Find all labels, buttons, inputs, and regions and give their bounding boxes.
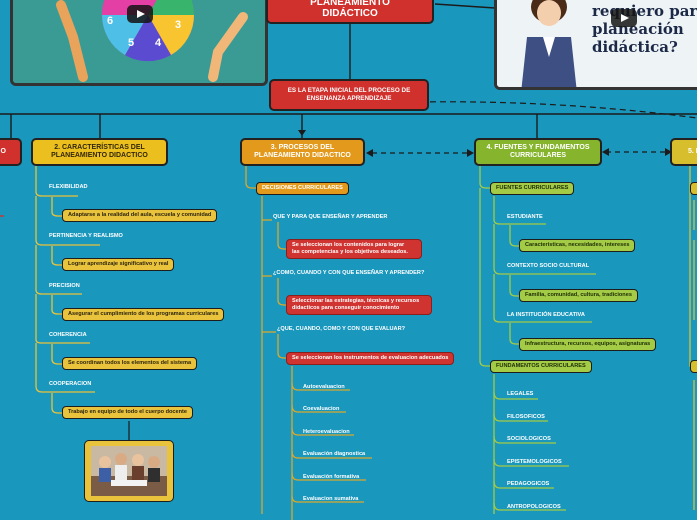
fuente-label-contexto: CONTEXTO SOCIO CULTURAL	[507, 263, 590, 269]
caracteristica-value-coherencia[interactable]: Se coordinan todos los elementos del sis…	[62, 357, 198, 370]
fuente-label-institucion: LA INSTITUCIÓN EDUCATIVA	[507, 312, 585, 318]
fundamento-sociologicos: SOCIOLOGICOS	[507, 436, 551, 442]
branch-5-child-1[interactable]	[690, 182, 697, 195]
teacher-illustration	[497, 0, 697, 87]
respuesta-contenidos-line2: las competencias y los objetivos deseado…	[292, 249, 408, 255]
wheel-number-3: 3	[175, 19, 182, 31]
branch-2-node[interactable]: 2. CARACTERÍSTICAS DEL PLANEAMIENTO DIDA…	[31, 138, 168, 166]
caracteristica-value-precision[interactable]: Asegurar el cumplimiento de los programa…	[62, 308, 225, 321]
fundamento-antropologicos: ANTROPOLOGICOS	[507, 504, 561, 510]
branch-4-node[interactable]: 4. FUENTES Y FUNDAMENTOS CURRICULARES	[474, 138, 602, 166]
play-icon[interactable]	[611, 9, 637, 27]
video-caption-line2: planeación	[592, 20, 684, 38]
team-photo-image	[91, 446, 167, 496]
fuente-value-estudiante[interactable]: Caracteristicas, necesidades, intereses	[519, 239, 636, 252]
fundamento-pedagogicos: PEDAGOGICOS	[507, 481, 550, 487]
etapa-line1: ES LA ETAPA INICIAL DEL PROCESO DE	[287, 87, 411, 94]
root-title-line2: DIDÁCTICO	[322, 8, 378, 19]
evaluacion-heteroevaluacion: Heteroevaluacion	[303, 429, 350, 435]
team-photo-thumbnail[interactable]	[84, 440, 174, 502]
caracteristica-label-pertinencia: PERTINENCIA Y REALISMO	[49, 233, 123, 239]
fuente-value-institucion[interactable]: Infraestructura, recursos, equipos, asig…	[519, 338, 657, 351]
branch-5-node[interactable]: 5. E	[670, 138, 697, 166]
fundamento-legales: LEGALES	[507, 391, 534, 397]
fundamento-filosoficos: FILOSOFICOS	[507, 414, 545, 420]
fuentes-curriculares-node[interactable]: FUENTES CURRICULARES	[490, 182, 575, 195]
caracteristica-label-coherencia: COHERENCIA	[49, 332, 87, 338]
root-node-title[interactable]: PLANEAMIENTO DIDÁCTICO	[266, 0, 434, 24]
pregunta-evaluar: ¿QUE, CUANDO, COMO Y CON QUE EVALUAR?	[277, 326, 406, 332]
number-wheel-illustration	[13, 0, 265, 83]
branch-2-line1: 2. CARACTERÍSTICAS DEL	[54, 144, 145, 151]
etapa-line2: ENSENANZA APRENDIZAJE	[306, 95, 392, 102]
evaluacion-coevaluacion: Coevaluacion	[303, 406, 340, 412]
fuente-value-contexto[interactable]: Familia, comunidad, cultura, tradiciones	[519, 289, 638, 302]
pregunta-que-ensenar: QUE Y PARA QUE ENSEÑAR Y APRENDER	[273, 214, 388, 220]
evaluacion-formativa: Evaluación formativa	[303, 474, 360, 480]
caracteristica-value-flexibilidad[interactable]: Adaptarse a la realidad del aula, escuel…	[62, 209, 218, 222]
video-thumbnail-left[interactable]: 6 5 4 3	[10, 0, 268, 86]
fuente-label-estudiante: ESTUDIANTE	[507, 214, 543, 220]
caracteristica-value-pertinencia[interactable]: Lograr aprendizaje significativo y real	[62, 258, 175, 271]
etapa-node[interactable]: ES LA ETAPA INICIAL DEL PROCESO DE ENSEN…	[269, 79, 429, 111]
respuesta-estrategias[interactable]: Seleccionar las estrategias, técnicas y …	[286, 295, 432, 315]
video-thumbnail-right[interactable]: requiero para m planeación didáctica?	[494, 0, 697, 90]
caracteristica-label-flexibilidad: FLEXIBILIDAD	[49, 184, 88, 190]
evaluacion-sumativa: Evaluacion sumativa	[303, 496, 359, 502]
respuesta-contenidos-line1: Se seleccionan los contenidos para logra…	[292, 242, 405, 248]
caracteristica-value-cooperacion[interactable]: Trabajo en equipo de todo el cuerpo doce…	[62, 406, 194, 419]
pregunta-como-ensenar: ¿COMO, CUANDO Y CON QUE ENSEÑAR Y APREND…	[273, 270, 425, 276]
decisiones-curriculares-node[interactable]: DECISIONES CURRICULARES	[256, 182, 349, 195]
wheel-number-6: 6	[107, 15, 114, 27]
branch-4-line2: CURRICULARES	[510, 152, 566, 159]
wheel-number-4: 4	[155, 37, 162, 49]
branch-5-child-2[interactable]	[690, 360, 697, 373]
branch-4-line1: 4. FUENTES Y FUNDAMENTOS	[486, 144, 590, 151]
branch-1-label: O	[0, 148, 6, 155]
fundamento-epistemologicos: EPISTEMOLOGICOS	[507, 459, 562, 465]
fundamentos-curriculares-node[interactable]: FUNDAMENTOS CURRICULARES	[490, 360, 592, 373]
respuesta-estrategias-line2: didacticos para conseguir conocimiento	[292, 305, 400, 311]
branch-3-line1: 3. PROCESOS DEL	[270, 144, 335, 151]
respuesta-instrumentos[interactable]: Se seleccionan los instrumentos de evalu…	[286, 352, 455, 365]
branch-2-line2: PLANEAMIENTO DIDACTICO	[51, 152, 148, 159]
respuesta-contenidos[interactable]: Se seleccionan los contenidos para logra…	[286, 239, 422, 259]
branch-5-label: 5. E	[688, 148, 697, 155]
play-icon[interactable]	[127, 5, 153, 23]
respuesta-estrategias-line1: Seleccionar las estrategias, técnicas y …	[292, 298, 420, 304]
evaluacion-diagnostica: Evaluación diagnostica	[303, 451, 366, 457]
caracteristica-label-cooperacion: COOPERACION	[49, 381, 92, 387]
wheel-number-5: 5	[128, 37, 135, 49]
branch-3-node[interactable]: 3. PROCESOS DEL PLANEAMIENTO DIDACTICO	[240, 138, 365, 166]
video-caption-line1: requiero para m	[592, 2, 697, 20]
root-title-line1: PLANEAMIENTO	[310, 0, 390, 8]
caracteristica-label-precision: PRECISION	[49, 283, 80, 289]
evaluacion-autoevaluacion: Autoevaluacion	[303, 384, 345, 390]
branch-3-line2: PLANEAMIENTO DIDACTICO	[254, 152, 351, 159]
video-caption-line3: didáctica?	[592, 38, 678, 56]
branch-1-node[interactable]: O	[0, 138, 22, 166]
